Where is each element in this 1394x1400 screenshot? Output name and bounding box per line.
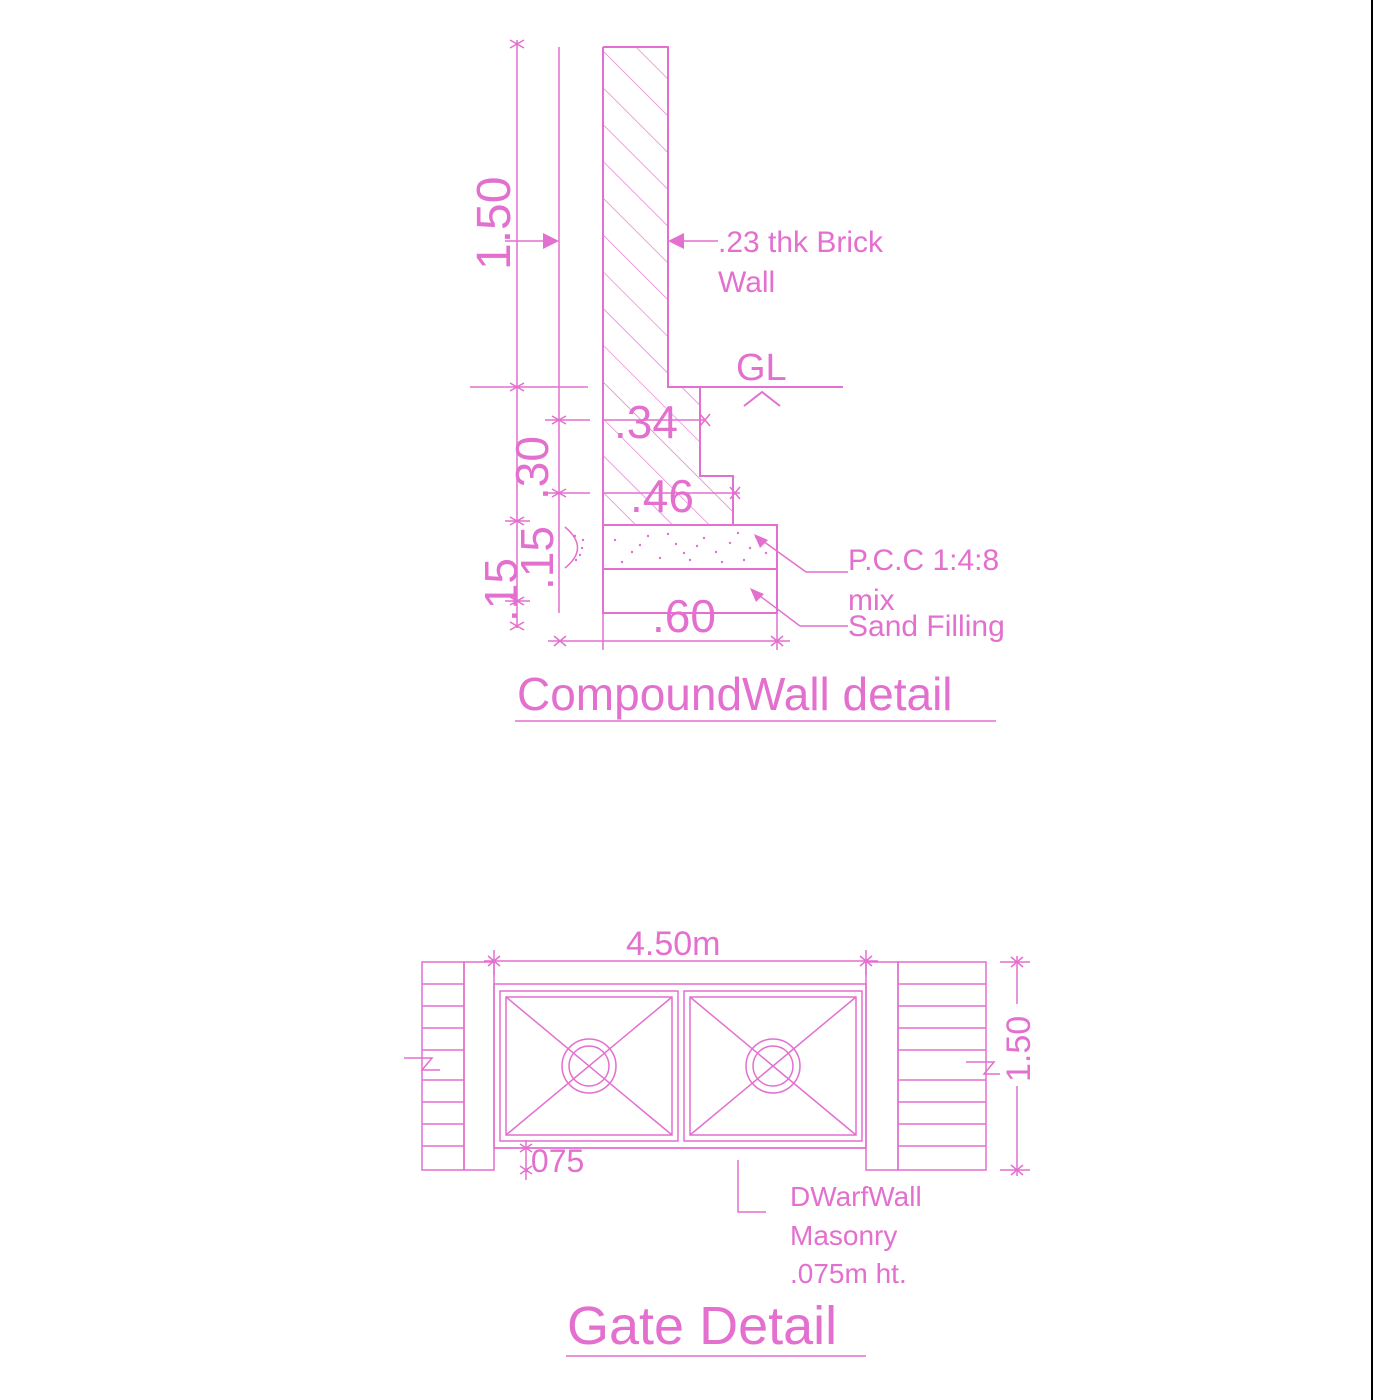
base-width-60: .60 bbox=[652, 590, 716, 642]
compound-wall-detail: GL 1.50 .30 .15 .15 .23 thk Brick Wall bbox=[468, 39, 1005, 722]
dim-15-upper: .15 bbox=[511, 526, 563, 590]
gate-leaf-right bbox=[683, 990, 863, 1142]
brick-wall-label-line1: .23 thk Brick bbox=[718, 226, 884, 259]
gl-label: GL bbox=[736, 347, 787, 389]
gate-title: Gate Detail bbox=[567, 1296, 837, 1356]
arrow-right-thickness bbox=[668, 233, 684, 249]
dim-30: .30 bbox=[506, 436, 558, 500]
arrow-left-thickness bbox=[543, 233, 559, 249]
brick-hatch bbox=[603, 47, 733, 525]
brick-wall-label-line2: Wall bbox=[718, 266, 775, 299]
gl-marker bbox=[743, 390, 781, 407]
pcc-label-line1: P.C.C 1:4:8 bbox=[848, 544, 999, 577]
gate-height-dim: 1.50 bbox=[1000, 1016, 1038, 1082]
step-34: .34 bbox=[614, 396, 678, 448]
pcc-speckle bbox=[573, 531, 768, 564]
gate-detail: 4.50m bbox=[404, 925, 1038, 1357]
dwarf-label-line1: DWarfWall bbox=[790, 1181, 922, 1212]
dim-15-lower: .15 bbox=[475, 558, 527, 622]
gate-leaf-left bbox=[499, 990, 679, 1142]
dwarf-dim: .075 bbox=[522, 1143, 584, 1179]
dwarf-label-line3: .075m ht. bbox=[790, 1258, 907, 1289]
step-46: .46 bbox=[630, 470, 694, 522]
sand-label: Sand Filling bbox=[848, 610, 1005, 643]
gate-rosette-left bbox=[561, 1038, 617, 1094]
dwarf-label-line2: Masonry bbox=[790, 1220, 897, 1251]
dim-height-150: 1.50 bbox=[468, 177, 521, 270]
compound-wall-title: CompoundWall detail bbox=[517, 668, 953, 720]
gate-rosette-right bbox=[745, 1038, 801, 1094]
pcc-label-line2: mix bbox=[848, 584, 895, 617]
gate-width-dim: 4.50m bbox=[626, 925, 721, 963]
